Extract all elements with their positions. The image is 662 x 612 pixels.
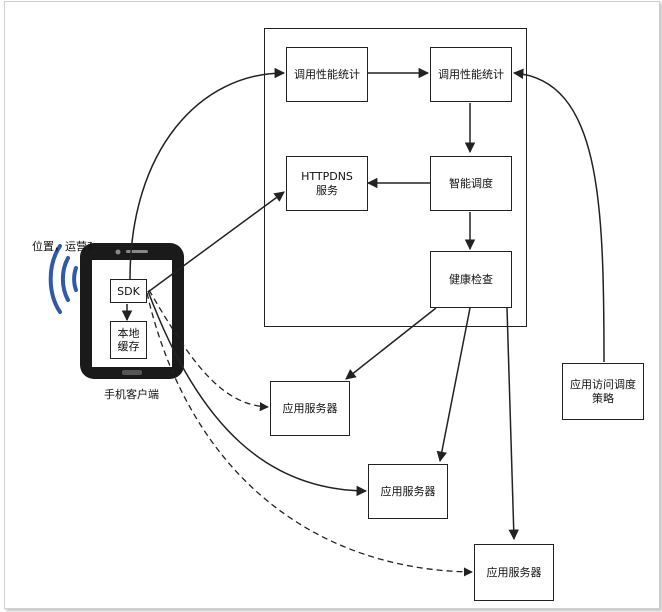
phone-caption: 手机客户端	[104, 388, 159, 401]
policy-label-line2: 策略	[592, 391, 614, 405]
health-check-box: 健康检查	[430, 251, 512, 308]
httpdns-label-line1: HTTPDNS	[301, 169, 353, 183]
signal-label: 位置，运营商	[32, 240, 92, 253]
policy-label-line1: 应用访问调度	[570, 377, 636, 391]
access-scheduling-policy-box: 应用访问调度 策略	[562, 363, 644, 420]
call-performance-stats-box-1: 调用性能统计	[286, 47, 368, 102]
service-cluster-container	[264, 28, 527, 327]
sdk-box: SDK	[110, 279, 147, 303]
arrow-sdk-to-server2	[147, 290, 368, 497]
stats2-label: 调用性能统计	[438, 67, 504, 81]
httpdns-service-box: HTTPDNS 服务	[286, 156, 368, 211]
arrow-sdk-to-server3	[146, 292, 473, 577]
sdk-label: SDK	[117, 284, 140, 298]
arrow-health-to-server3	[506, 307, 519, 541]
scheduler-label: 智能调度	[449, 176, 493, 190]
httpdns-label-line2: 服务	[316, 183, 338, 197]
stats1-label: 调用性能统计	[294, 67, 360, 81]
server1-label: 应用服务器	[282, 401, 338, 415]
call-performance-stats-box-2: 调用性能统计	[430, 47, 512, 102]
server3-label: 应用服务器	[486, 565, 542, 579]
cache-label-line1: 本地	[117, 327, 140, 340]
arrow-policy-to-stats	[512, 68, 605, 363]
server2-label: 应用服务器	[380, 484, 436, 498]
arrow-sdk-to-httpdns	[147, 191, 285, 293]
local-cache-box: 本地 缓存	[110, 321, 147, 359]
health-label: 健康检查	[449, 272, 493, 286]
cache-label-line2: 缓存	[117, 340, 140, 353]
smart-scheduler-box: 智能调度	[430, 156, 512, 211]
app-server-box-2: 应用服务器	[368, 464, 448, 519]
arrow-health-to-server1	[345, 307, 437, 380]
arrow-sdk-to-server1	[148, 289, 269, 412]
signal-waves-icon	[48, 244, 78, 314]
app-server-box-3: 应用服务器	[474, 544, 554, 601]
app-server-box-1: 应用服务器	[270, 381, 350, 436]
arrow-health-to-server2	[436, 307, 471, 463]
arrow-sdk-to-stats	[129, 67, 286, 280]
